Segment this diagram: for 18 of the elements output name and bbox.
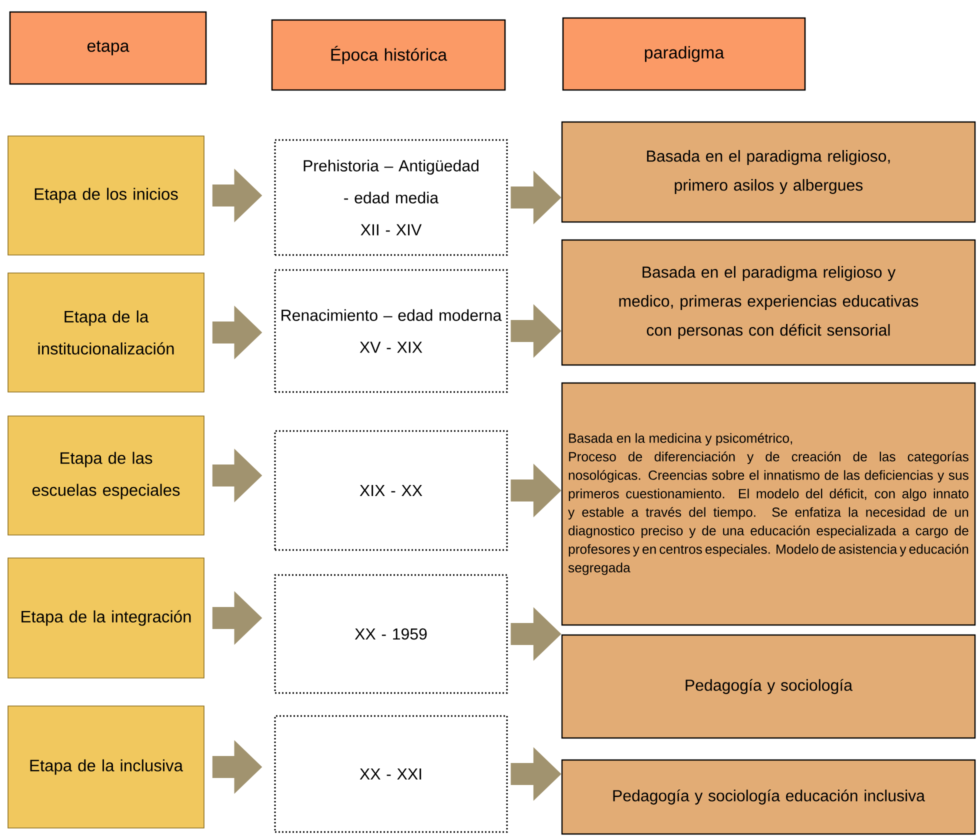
paradigm-box: Basada en el paradigma religioso, primero asilos y albergues <box>561 121 976 223</box>
paradigm-box: Basada en la medicina y psicométrico, Proceso de diferenciación y de creación de las categorías nosológicas. Creencias sobre el innatismo de las deficiencias y sus primeros cuestionamiento. El modelo del déficit, con algo innato y estable a través del tiempo. Se enfatiza la necesidad de un diagnostico preciso y de una educación especializada a cargo de profesores y en centros especiales. Modelo de asistencia y educación segregada <box>561 382 976 626</box>
period-box: XX - 1959 <box>274 574 508 694</box>
header-box: etapa <box>9 11 207 85</box>
paradigm-box: Pedagogía y sociología educación inclusiva <box>561 759 976 835</box>
paradigm-box: Basada en el paradigma religioso y medico, primeras experiencias educativas con personas con déficit sensorial <box>561 239 976 366</box>
period-box: XX - XXI <box>274 715 508 833</box>
stage-box: Etapa de las escuelas especiales <box>8 416 204 536</box>
stage-box: Etapa de la institucionalización <box>8 272 204 392</box>
period-box: Renacimiento – edad moderna XV - XIX <box>274 269 508 393</box>
period-box: Prehistoria – Antigüedad - edad media XII - XIV <box>274 139 508 256</box>
stage-box: Etapa de los inicios <box>8 136 204 256</box>
period-box: XIX - XX <box>274 430 508 551</box>
stage-box: Etapa de la inclusiva <box>8 706 204 828</box>
paradigm-box: Pedagogía y sociología <box>561 634 976 739</box>
header-box: paradigma <box>562 17 806 91</box>
header-box: Época histórica <box>271 19 506 91</box>
stage-box: Etapa de la integración <box>8 558 204 678</box>
